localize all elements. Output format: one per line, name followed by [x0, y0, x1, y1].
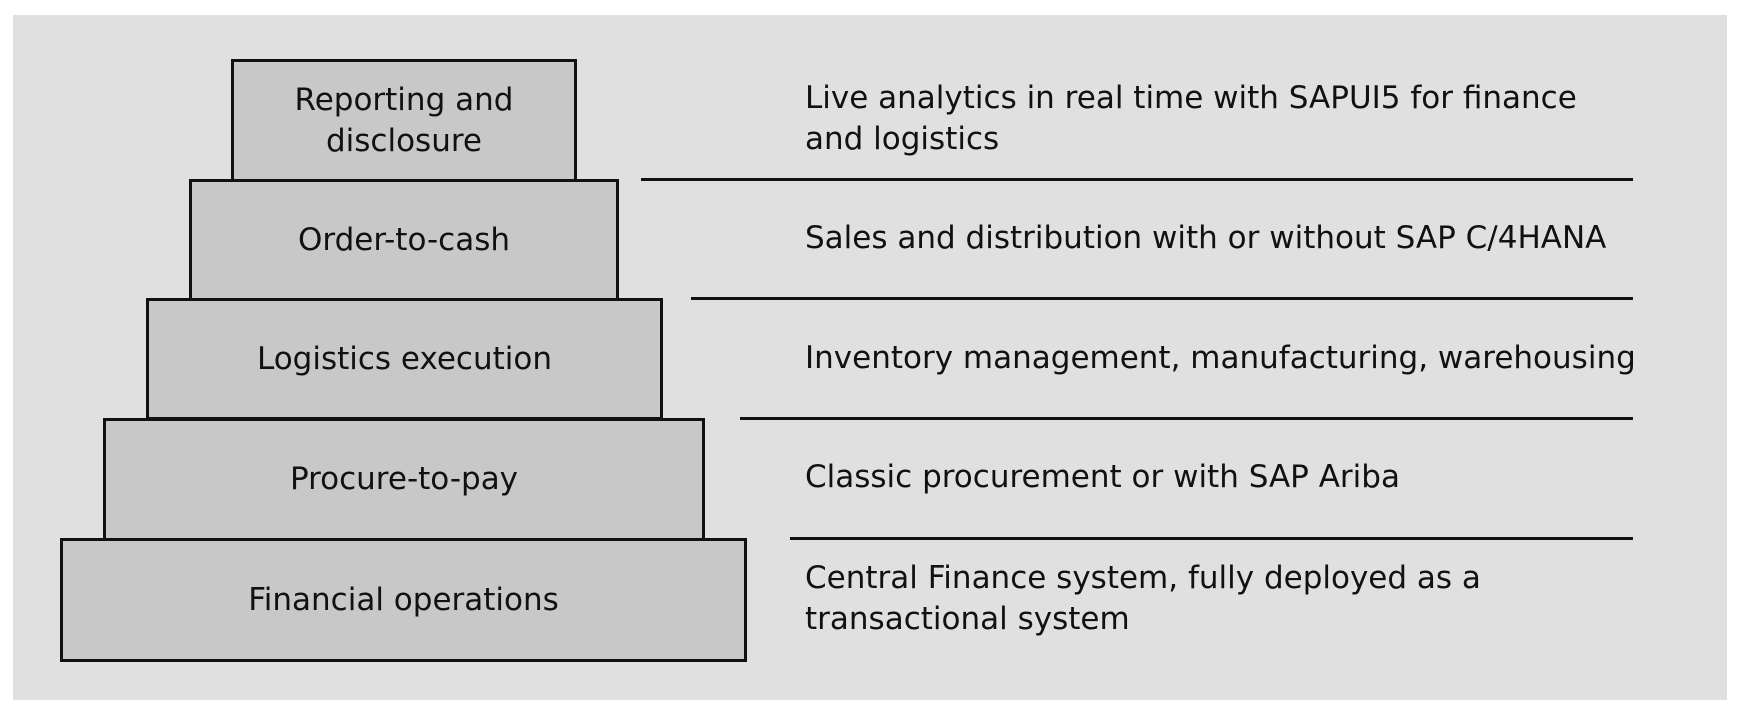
layer-description-financial-operations: Central Finance system, fully deployed a…	[805, 560, 1481, 637]
separator-line	[740, 417, 1633, 420]
layer-procure-to-pay: Procure-to-pay	[103, 418, 705, 541]
separator-line	[691, 297, 1633, 300]
separator-line	[790, 537, 1633, 540]
layer-reporting-and-disclosure: Reporting and disclosure	[231, 59, 577, 182]
layer-description-reporting: Live analytics in real time with SAPUI5 …	[805, 80, 1577, 157]
layer-description-procure-to-pay: Classic procurement or with SAP Ariba	[805, 459, 1400, 495]
layer-description-order-to-cash: Sales and distribution with or without S…	[805, 220, 1607, 256]
layer-logistics-execution: Logistics execution	[146, 298, 663, 420]
layer-label: Financial operations	[248, 581, 559, 618]
separator-line	[641, 178, 1633, 181]
layer-description-logistics: Inventory management, manufacturing, war…	[805, 340, 1636, 376]
layer-order-to-cash: Order-to-cash	[189, 179, 619, 301]
layer-label: Procure-to-pay	[289, 461, 519, 497]
layer-label: Reporting and disclosure	[294, 81, 514, 159]
layer-label: Logistics execution	[256, 340, 552, 377]
layer-financial-operations: Financial operations	[60, 538, 747, 662]
layer-label: Order-to-cash	[297, 221, 511, 258]
